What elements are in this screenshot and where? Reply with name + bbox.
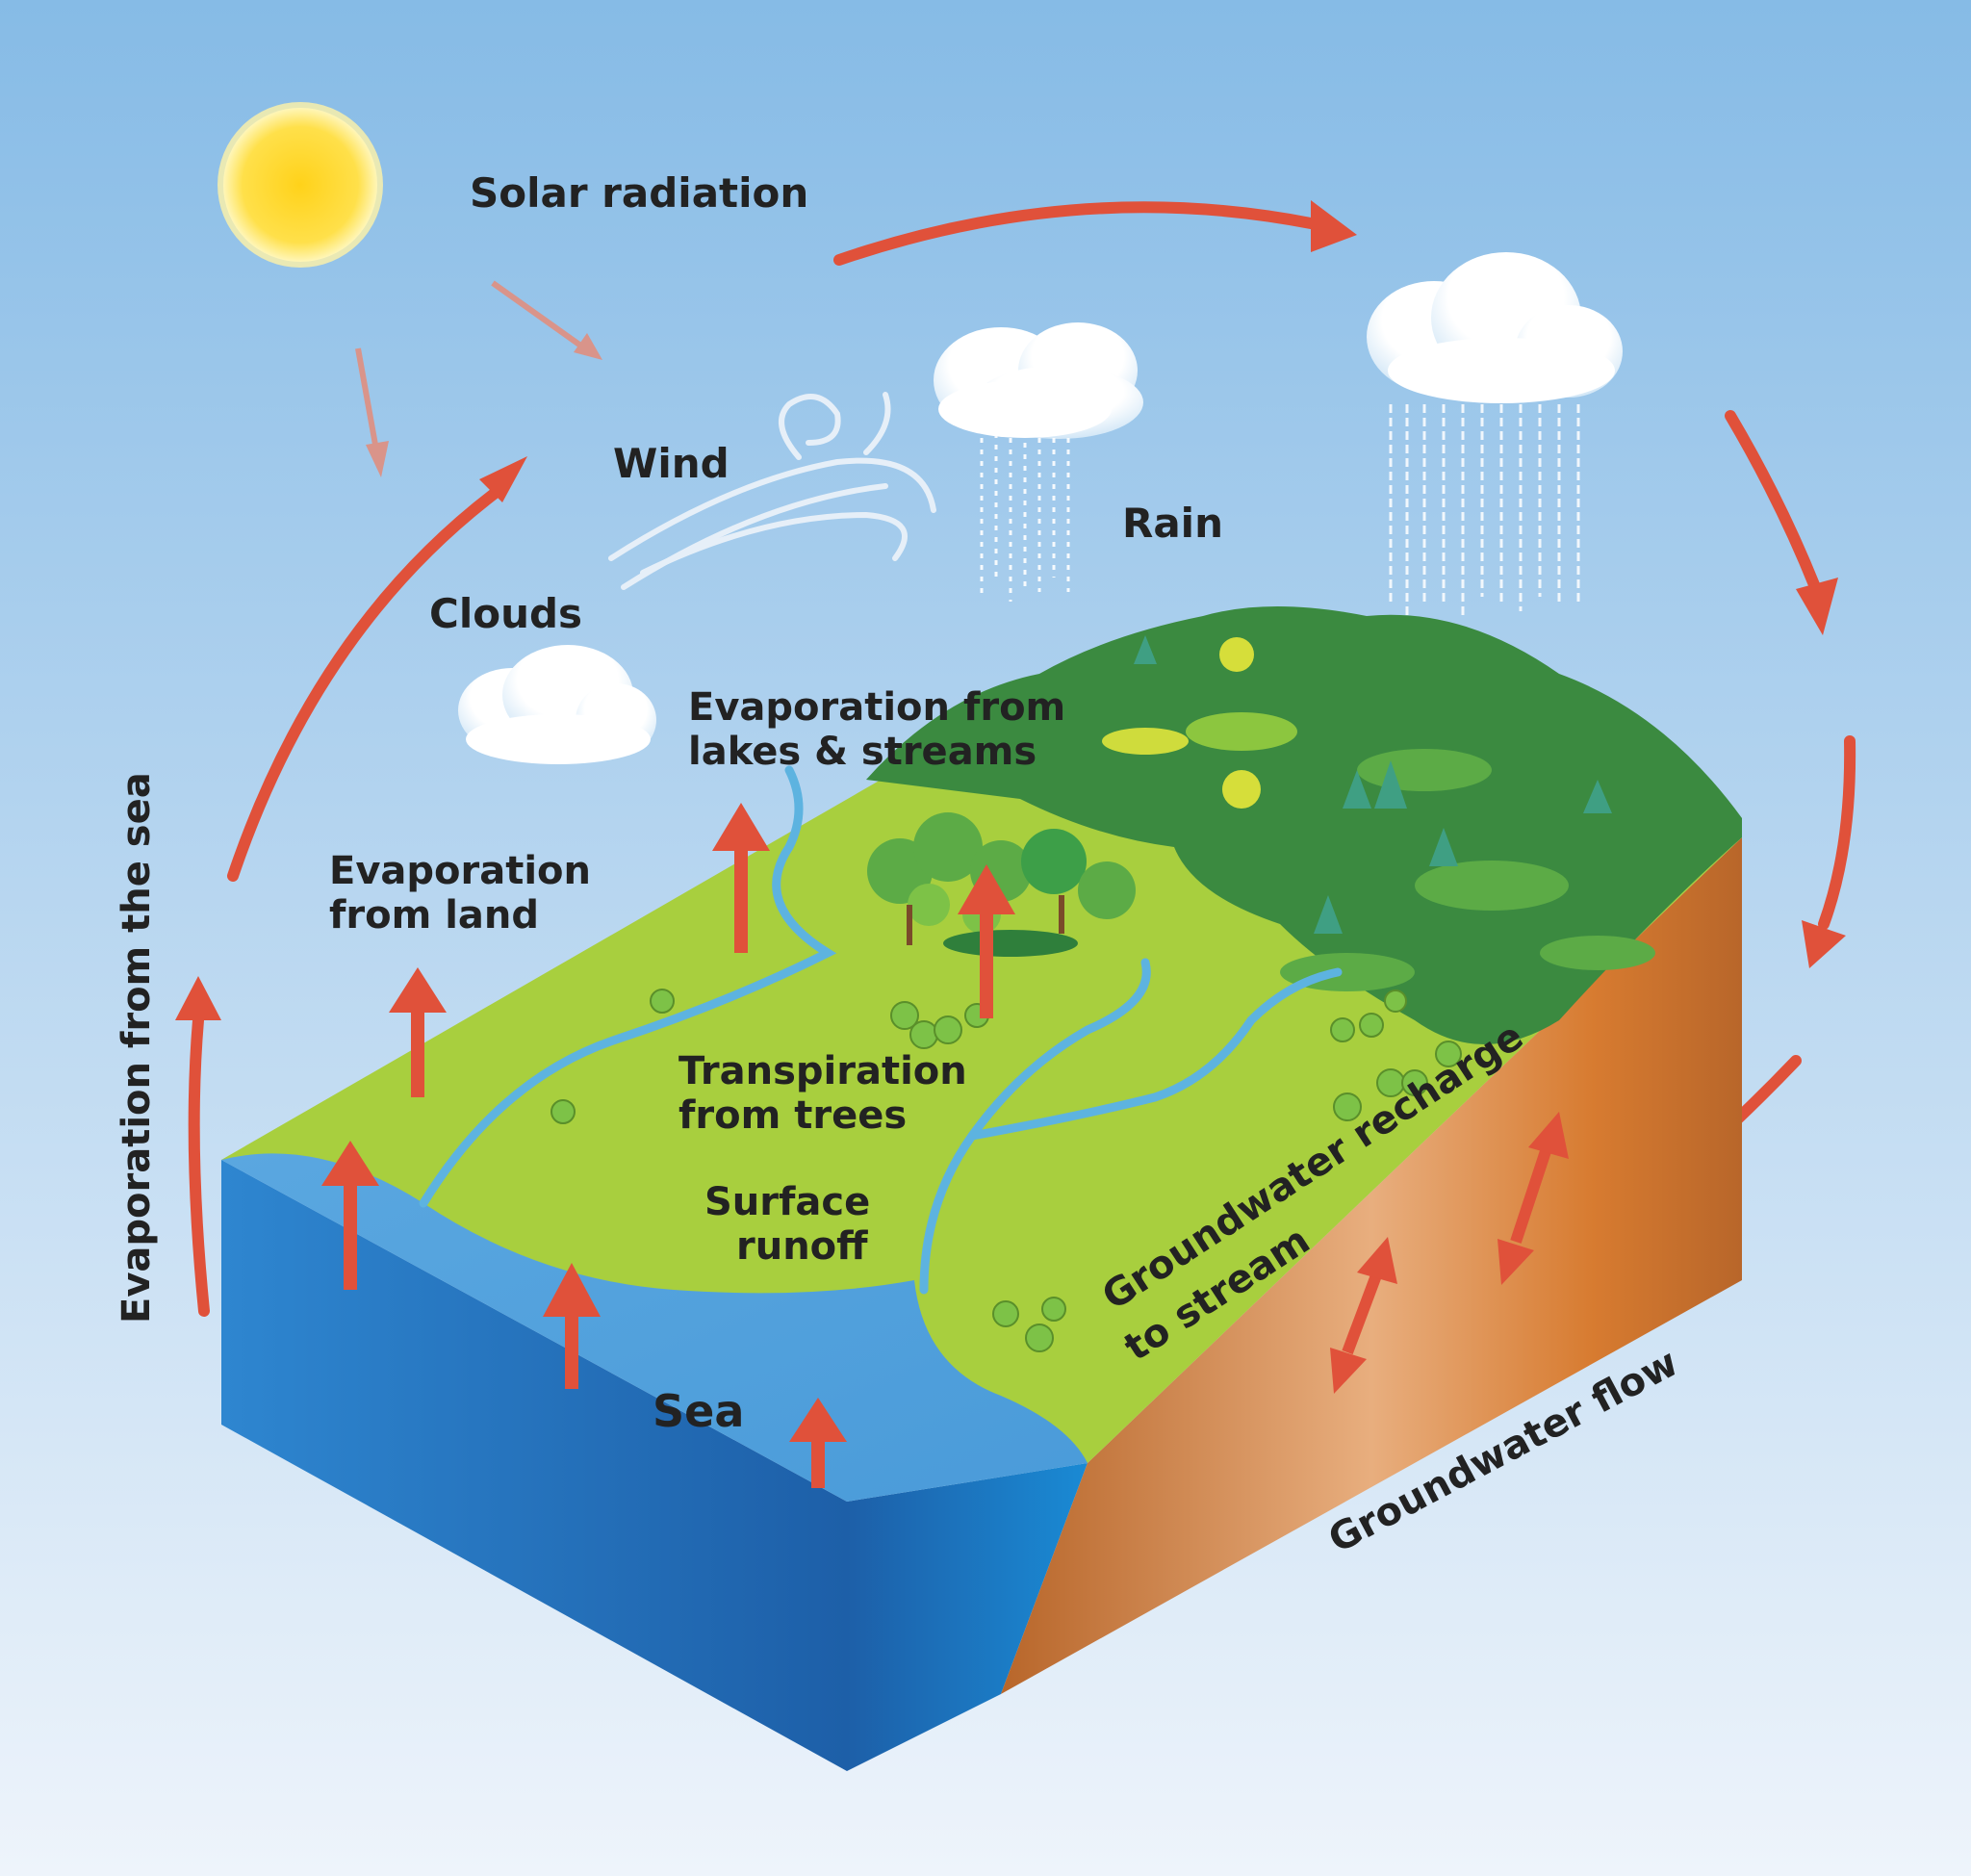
label-rain: Rain xyxy=(1122,500,1223,547)
cloud-clouds xyxy=(458,645,656,764)
cloud-rain-large xyxy=(1367,252,1623,403)
sea-surface xyxy=(221,1153,1088,1502)
solar-radiation-arrows xyxy=(355,280,602,477)
sea-front-face xyxy=(221,1160,847,1771)
right-arc-arrow-2 xyxy=(1818,735,1856,930)
label-clouds: Clouds xyxy=(429,590,582,637)
rain-drops-right xyxy=(1389,404,1580,616)
label-wind: Wind xyxy=(613,440,730,487)
wind-icon xyxy=(608,392,936,590)
label-evap-land-line1: Evaporation xyxy=(329,849,591,893)
evaporation-up-arrows xyxy=(321,803,1015,1488)
top-arc-arrow xyxy=(833,201,1317,266)
label-transpiration-line2: from trees xyxy=(678,1093,907,1138)
label-solar-radiation: Solar radiation xyxy=(470,169,808,217)
label-evap-lakes-line1: Evaporation from xyxy=(688,685,1065,730)
small-trees xyxy=(550,989,1462,1352)
label-evap-land-line2: from land xyxy=(329,893,539,938)
evap-sea-arrow-upper xyxy=(227,483,506,882)
label-evap-sea: Evaporation from the sea xyxy=(115,772,159,1323)
sea-side-face xyxy=(847,1463,1088,1771)
forest-area xyxy=(866,606,1742,1044)
label-sea: Sea xyxy=(653,1385,744,1437)
river xyxy=(419,765,1343,1295)
sun-icon xyxy=(218,102,383,268)
groundwater-recharge-arrows xyxy=(1330,1112,1569,1394)
evap-sea-arrow-lower xyxy=(188,1015,210,1317)
right-arc-arrow-1 xyxy=(1725,410,1821,593)
landscape-block xyxy=(221,606,1742,1771)
label-evap-lakes-line2: lakes & streams xyxy=(688,730,1037,774)
cloud-rain-small xyxy=(934,322,1143,439)
label-runoff-line1: Surface xyxy=(704,1180,870,1224)
rain-drops-left xyxy=(980,433,1070,602)
label-runoff-line2: runoff xyxy=(736,1224,868,1269)
label-transpiration-line1: Transpiration xyxy=(678,1049,967,1093)
